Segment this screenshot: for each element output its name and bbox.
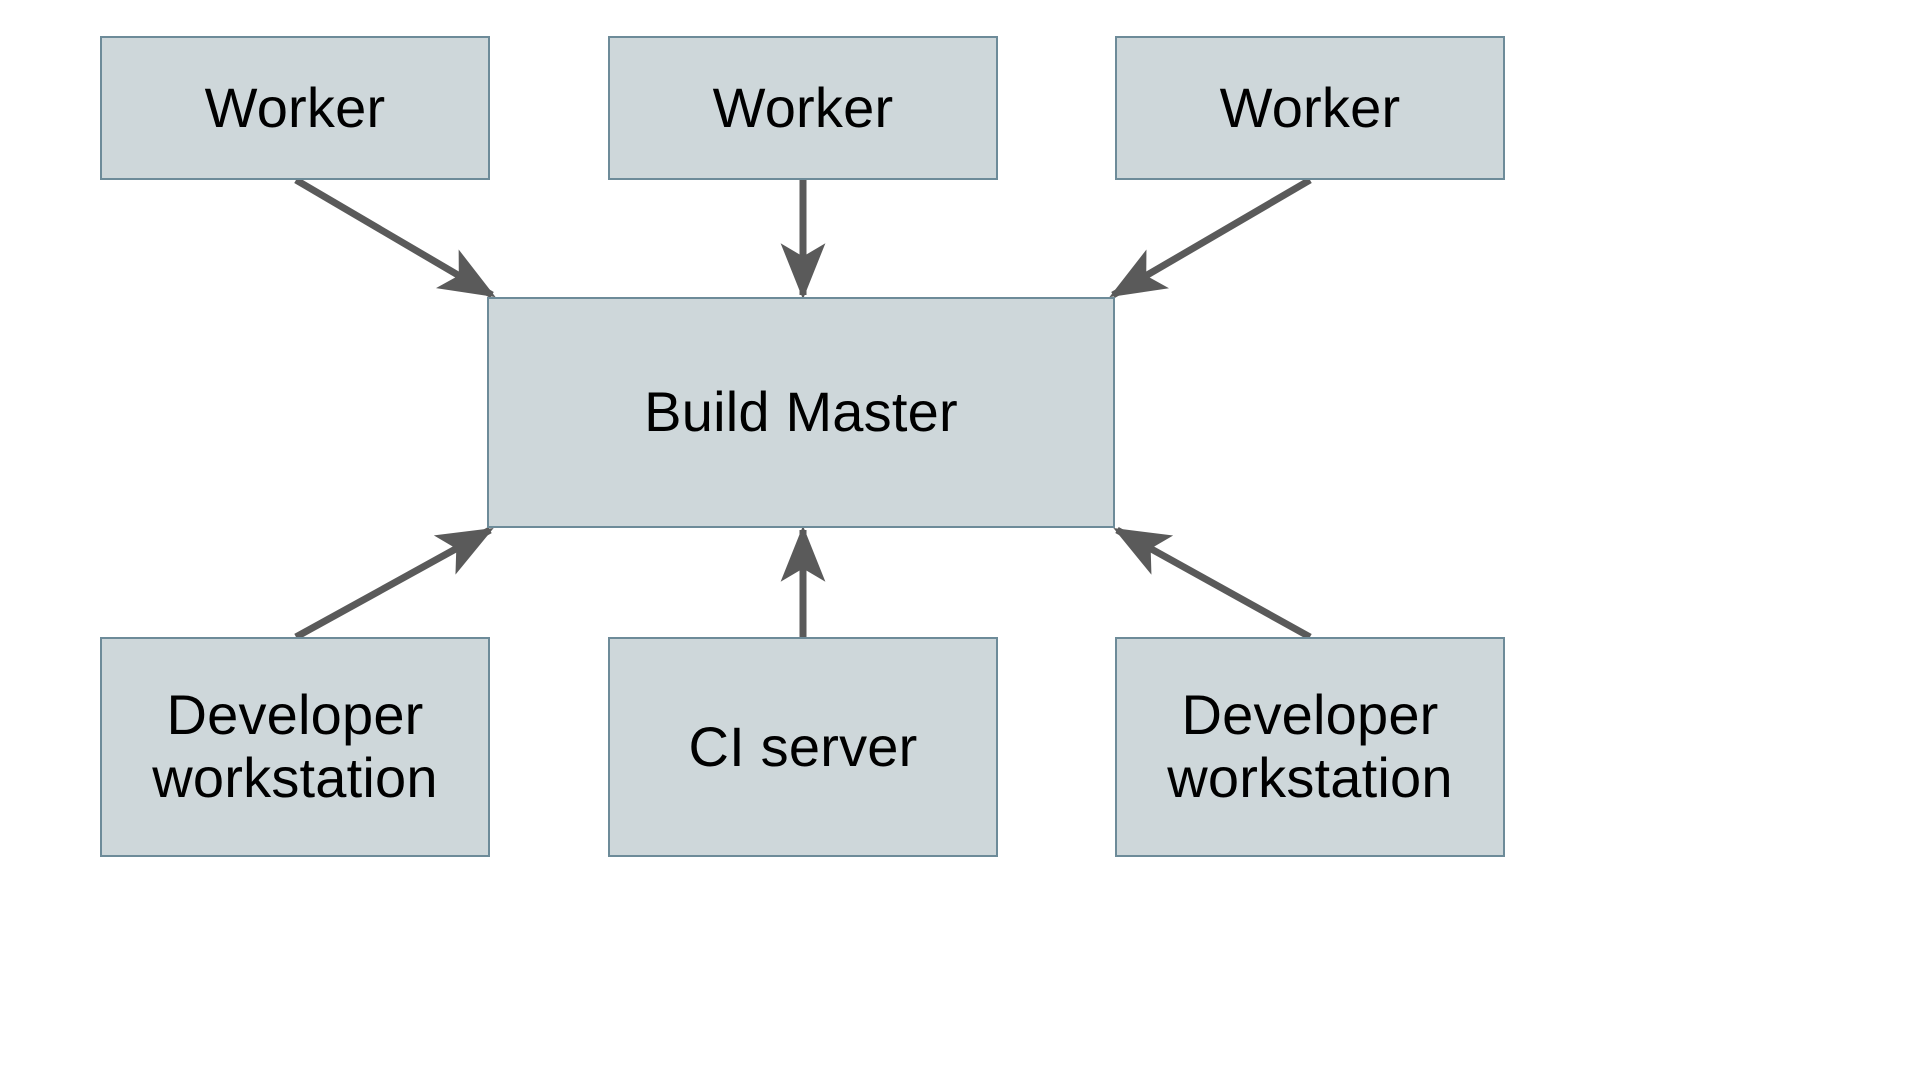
edge-developer-workstation-right-to-build-master bbox=[1113, 526, 1312, 641]
node-label-developer-workstation-right: Developer workstation bbox=[1167, 683, 1453, 809]
node-label-worker-left: Worker bbox=[204, 75, 386, 139]
edge-developer-workstation-left-to-build-master bbox=[294, 526, 494, 641]
edge-worker-right-to-build-master bbox=[1109, 176, 1312, 299]
node-label-build-master: Build Master bbox=[644, 380, 958, 444]
node-ci-server[interactable]: CI server bbox=[608, 637, 998, 857]
node-label-developer-workstation-left: Developer workstation bbox=[152, 683, 438, 809]
edge-worker-left-to-build-master bbox=[294, 176, 496, 299]
node-label-worker-center: Worker bbox=[712, 75, 894, 139]
node-worker-left[interactable]: Worker bbox=[100, 36, 490, 180]
node-build-master[interactable]: Build Master bbox=[487, 297, 1115, 528]
node-worker-center[interactable]: Worker bbox=[608, 36, 998, 180]
node-developer-workstation-right[interactable]: Developer workstation bbox=[1115, 637, 1505, 857]
node-label-ci-server: CI server bbox=[688, 714, 918, 778]
node-label-worker-right: Worker bbox=[1219, 75, 1401, 139]
node-developer-workstation-left[interactable]: Developer workstation bbox=[100, 637, 490, 857]
node-worker-right[interactable]: Worker bbox=[1115, 36, 1505, 180]
